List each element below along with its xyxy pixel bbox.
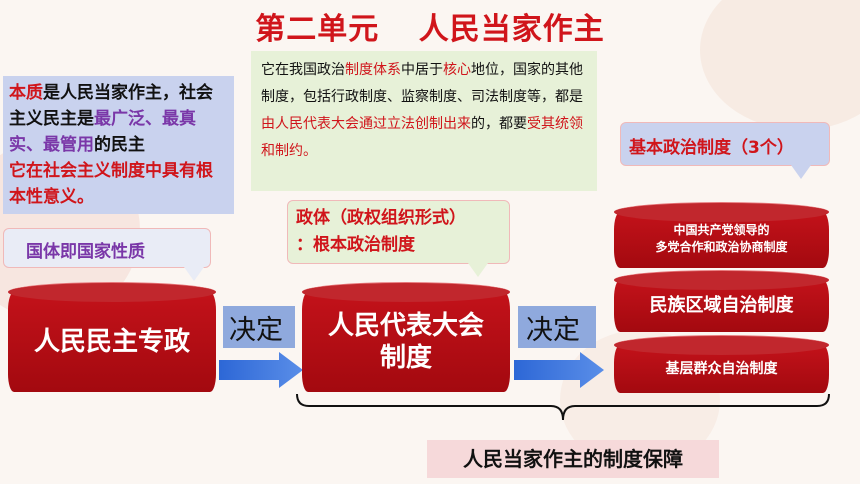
basic-system-label-2: 民族区域自治制度 <box>649 295 794 316</box>
basic-systems-callout: 基本政治制度（3个） <box>620 122 830 179</box>
page-title: 第二单元 人民当家作主 <box>0 4 860 48</box>
title-unit: 第二单元 <box>255 12 380 47</box>
basic-system-cylinder-2: 民族区域自治制度 <box>614 270 829 332</box>
basic-system-cylinder-3: 基层群众自治制度 <box>614 335 829 393</box>
cylinder-top <box>8 282 216 302</box>
arrow-label: 决定 <box>526 315 580 346</box>
title-topic: 人民当家作主 <box>418 12 605 47</box>
cylinder-top <box>614 202 829 222</box>
congress-label-line-2: 制度 <box>379 343 432 373</box>
cylinder-top <box>302 282 510 302</box>
arrow-label-box <box>518 306 596 348</box>
state-nature-callout: 国体即国家性质 <box>3 228 211 281</box>
basic-system-cylinder-1: 中国共产党领导的 多党合作和政治协商制度 <box>614 202 829 268</box>
right-arrow-icon <box>219 352 303 388</box>
congress-label: 人民代表大会 制度 <box>302 292 510 374</box>
grouping-bracket <box>296 393 830 421</box>
regime-callout: 政体（政权组织形式） ：根本政治制度 <box>287 200 510 277</box>
system-highlight-4: 受其统领和制约。 <box>261 116 583 159</box>
regime-line-2: ：根本政治制度 <box>296 235 415 255</box>
essence-highlight: 最广泛、最真实、最管用 <box>9 109 196 155</box>
basic-system-1-line-1: 中国共产党领导的 <box>673 223 770 237</box>
system-highlight-2: 核心 <box>443 62 471 78</box>
essence-keyword: 本质 <box>9 83 43 103</box>
system-text-2: 中居于 <box>401 62 443 78</box>
right-arrow-icon <box>514 352 604 388</box>
congress-label-line-1: 人民代表大会 <box>327 311 484 341</box>
institutional-guarantee-label: 人民当家作主的制度保障 <box>427 440 719 478</box>
system-text-3: 地位，国家的其他制度，包括行政制度、监察制度、司法制度等，都是 <box>261 62 583 105</box>
system-text-4: 的，都要 <box>471 116 527 132</box>
callout-tail <box>791 165 811 179</box>
arrow-label-box <box>223 306 295 348</box>
basic-system-label-1: 中国共产党领导的 多党合作和政治协商制度 <box>614 212 829 256</box>
system-description-box: 它在我国政治制度体系中居于核心地位，国家的其他制度，包括行政制度、监察制度、司法… <box>251 51 597 191</box>
system-highlight-1: 制度体系 <box>345 62 401 78</box>
basic-systems-label: 基本政治制度（3个） <box>629 138 794 158</box>
essence-box: 本质是人民当家作主，社会主义民主是最广泛、最真实、最管用的民主 它在社会主义制度… <box>3 76 234 214</box>
essence-text-2: 的民主 <box>94 135 145 155</box>
arrow-label: 决定 <box>229 315 283 346</box>
callout-tail <box>468 263 488 277</box>
state-nature-label: 国体即国家性质 <box>26 242 145 262</box>
system-highlight-3: 由人民代表大会通过立法创制出来 <box>261 116 471 132</box>
basic-system-1-line-2: 多党合作和政治协商制度 <box>655 240 788 254</box>
congress-cylinder: 人民代表大会 制度 <box>302 282 510 392</box>
system-text-1: 它在我国政治 <box>261 62 345 78</box>
regime-line-1: 政体（政权组织形式） <box>296 208 466 228</box>
essence-significance: 它在社会主义制度中具有根本性意义。 <box>9 161 213 207</box>
cylinder-top <box>614 270 829 290</box>
regime-label: 政体（政权组织形式） ：根本政治制度 <box>296 205 466 259</box>
dictatorship-label: 人民民主专政 <box>33 327 190 357</box>
callout-tail <box>184 267 204 281</box>
decides-arrow-2: 决定 <box>514 306 604 388</box>
decides-arrow-1: 决定 <box>219 306 303 388</box>
basic-system-label-3: 基层群众自治制度 <box>665 361 778 377</box>
dictatorship-cylinder: 人民民主专政 <box>8 282 216 392</box>
cylinder-top <box>614 335 829 355</box>
essence-text: 是人民当家作主，社会主义民主是 <box>9 83 213 129</box>
